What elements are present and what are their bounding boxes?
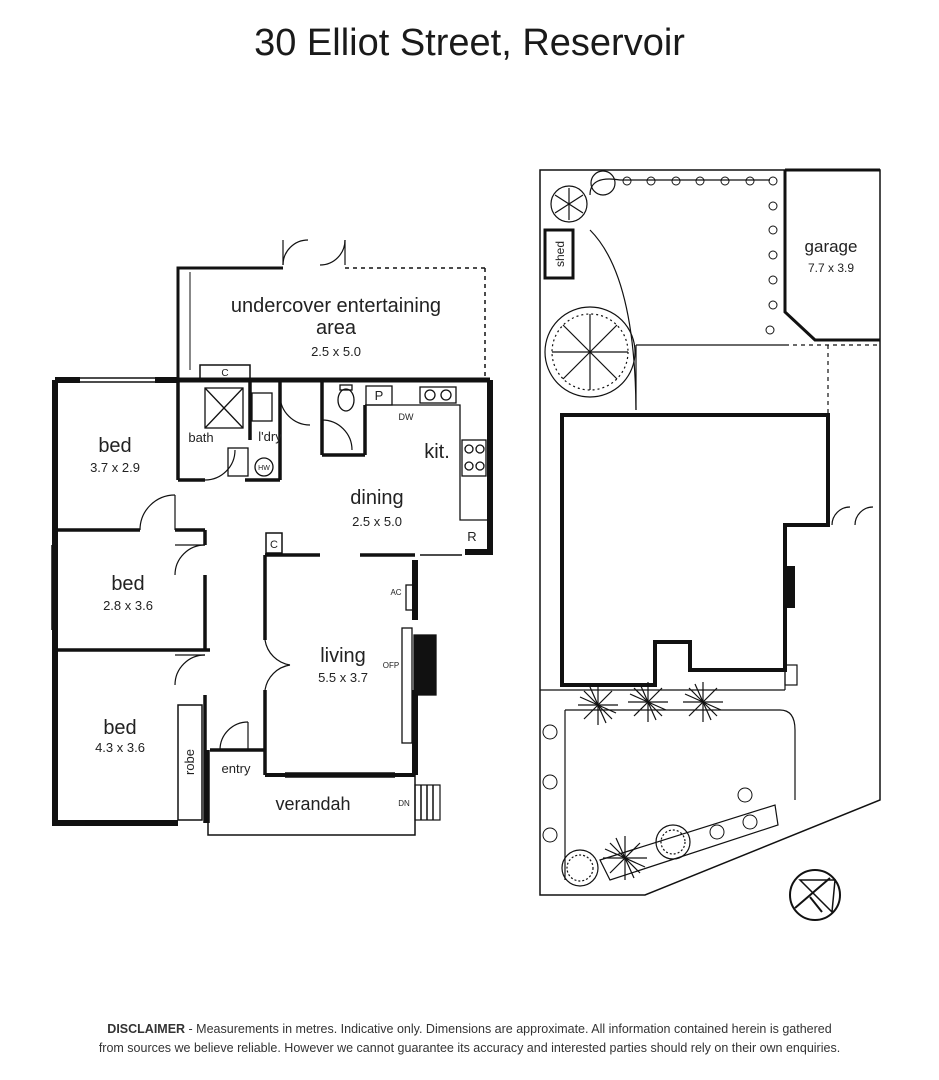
entertaining-label-2: area	[316, 317, 357, 339]
cupboard2-label: C	[270, 539, 278, 551]
living-label: living	[320, 645, 366, 667]
door-swings	[139, 239, 353, 751]
windows	[51, 377, 462, 826]
disclaimer-line1: - Measurements in metres. Indicative onl…	[185, 1022, 832, 1036]
bed2-dims: 2.8 x 3.6	[103, 598, 153, 613]
verandah-outline	[207, 775, 441, 836]
shed-outline	[543, 228, 575, 280]
disclaimer-line2: from sources we believe reliable. Howeve…	[98, 1041, 841, 1055]
dining-dims: 2.5 x 5.0	[352, 514, 402, 529]
garage-outline	[783, 168, 880, 342]
hot-water-label: HW	[258, 465, 270, 472]
bed1-dims: 3.7 x 2.9	[90, 460, 140, 475]
bed3-label: bed	[103, 717, 136, 739]
stairs-down-label: DN	[398, 799, 410, 808]
rear-doors	[831, 506, 874, 526]
fixture-labels: C C P DW R HW AC OFP DN	[221, 368, 476, 808]
site-boundary	[539, 169, 881, 896]
pantry-label: P	[375, 388, 384, 403]
garage-label: garage	[805, 237, 858, 256]
house-plan	[51, 239, 841, 921]
cupboard1-label: C	[221, 368, 228, 379]
palm-plants	[578, 682, 723, 880]
garden-trees	[544, 170, 691, 887]
bed2-label: bed	[111, 573, 144, 595]
verandah-label: verandah	[275, 794, 350, 814]
living-dims: 5.5 x 3.7	[318, 670, 368, 685]
wet-area-fittings	[204, 384, 437, 744]
shed-label: shed	[553, 241, 567, 267]
garage-dims: 7.7 x 3.9	[808, 261, 854, 275]
kitchen-fittings	[365, 385, 488, 521]
garden-shrubs	[542, 176, 778, 843]
dining-label: dining	[350, 487, 403, 509]
entertaining-label: undercover entertaining	[231, 295, 441, 317]
north-arrow-icon	[789, 869, 841, 921]
site-plan	[539, 168, 881, 896]
room-labels: undercover entertaining area 2.5 x 5.0 b…	[90, 237, 857, 814]
fireplace-label: OFP	[383, 661, 399, 670]
laundry-label: l'dry	[258, 429, 282, 444]
fridge-label: R	[467, 529, 476, 544]
kitchen-label: kit.	[424, 441, 450, 463]
bath-label: bath	[188, 430, 213, 445]
garden-paths	[540, 178, 880, 881]
bed1-label: bed	[98, 435, 131, 457]
entertaining-dims: 2.5 x 5.0	[311, 344, 361, 359]
page-title: 30 Elliot Street, Reservoir	[254, 22, 685, 64]
entry-label: entry	[222, 761, 251, 776]
robe-label: robe	[182, 749, 197, 775]
house-footprint	[560, 413, 830, 687]
disclaimer: DISCLAIMER - Measurements in metres. Ind…	[40, 1020, 899, 1058]
disclaimer-heading: DISCLAIMER	[107, 1022, 186, 1036]
aircon-label: AC	[390, 588, 401, 597]
dishwasher-label: DW	[399, 412, 414, 422]
entertaining-outline	[176, 266, 486, 381]
robe	[177, 704, 203, 821]
bed3-dims: 4.3 x 3.6	[95, 740, 145, 755]
